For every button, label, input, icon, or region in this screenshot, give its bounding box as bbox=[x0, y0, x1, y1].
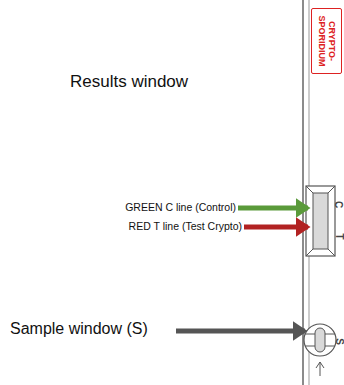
sample-letter: S bbox=[333, 338, 344, 345]
sample-well bbox=[304, 324, 336, 356]
red-arrow bbox=[244, 225, 308, 230]
sample-window-label: Sample window (S) bbox=[10, 320, 148, 338]
control-line-label: GREEN C line (Control) bbox=[125, 201, 236, 213]
product-label-box: CRYPTO- SPORIDIUM bbox=[311, 8, 342, 74]
control-letter: C bbox=[333, 200, 344, 207]
results-window-label: Results window bbox=[70, 72, 188, 92]
test-line-label: RED T line (Test Crypto) bbox=[129, 220, 242, 232]
product-name: CRYPTO- SPORIDIUM bbox=[317, 11, 337, 71]
results-window-strip bbox=[313, 193, 328, 249]
cassette-body bbox=[303, 0, 344, 385]
results-window-frame bbox=[306, 186, 335, 256]
test-letter: T bbox=[333, 233, 344, 239]
green-arrow bbox=[238, 206, 308, 211]
grey-arrow bbox=[176, 329, 305, 334]
flow-arrow bbox=[316, 362, 324, 376]
sample-slot bbox=[315, 328, 325, 352]
